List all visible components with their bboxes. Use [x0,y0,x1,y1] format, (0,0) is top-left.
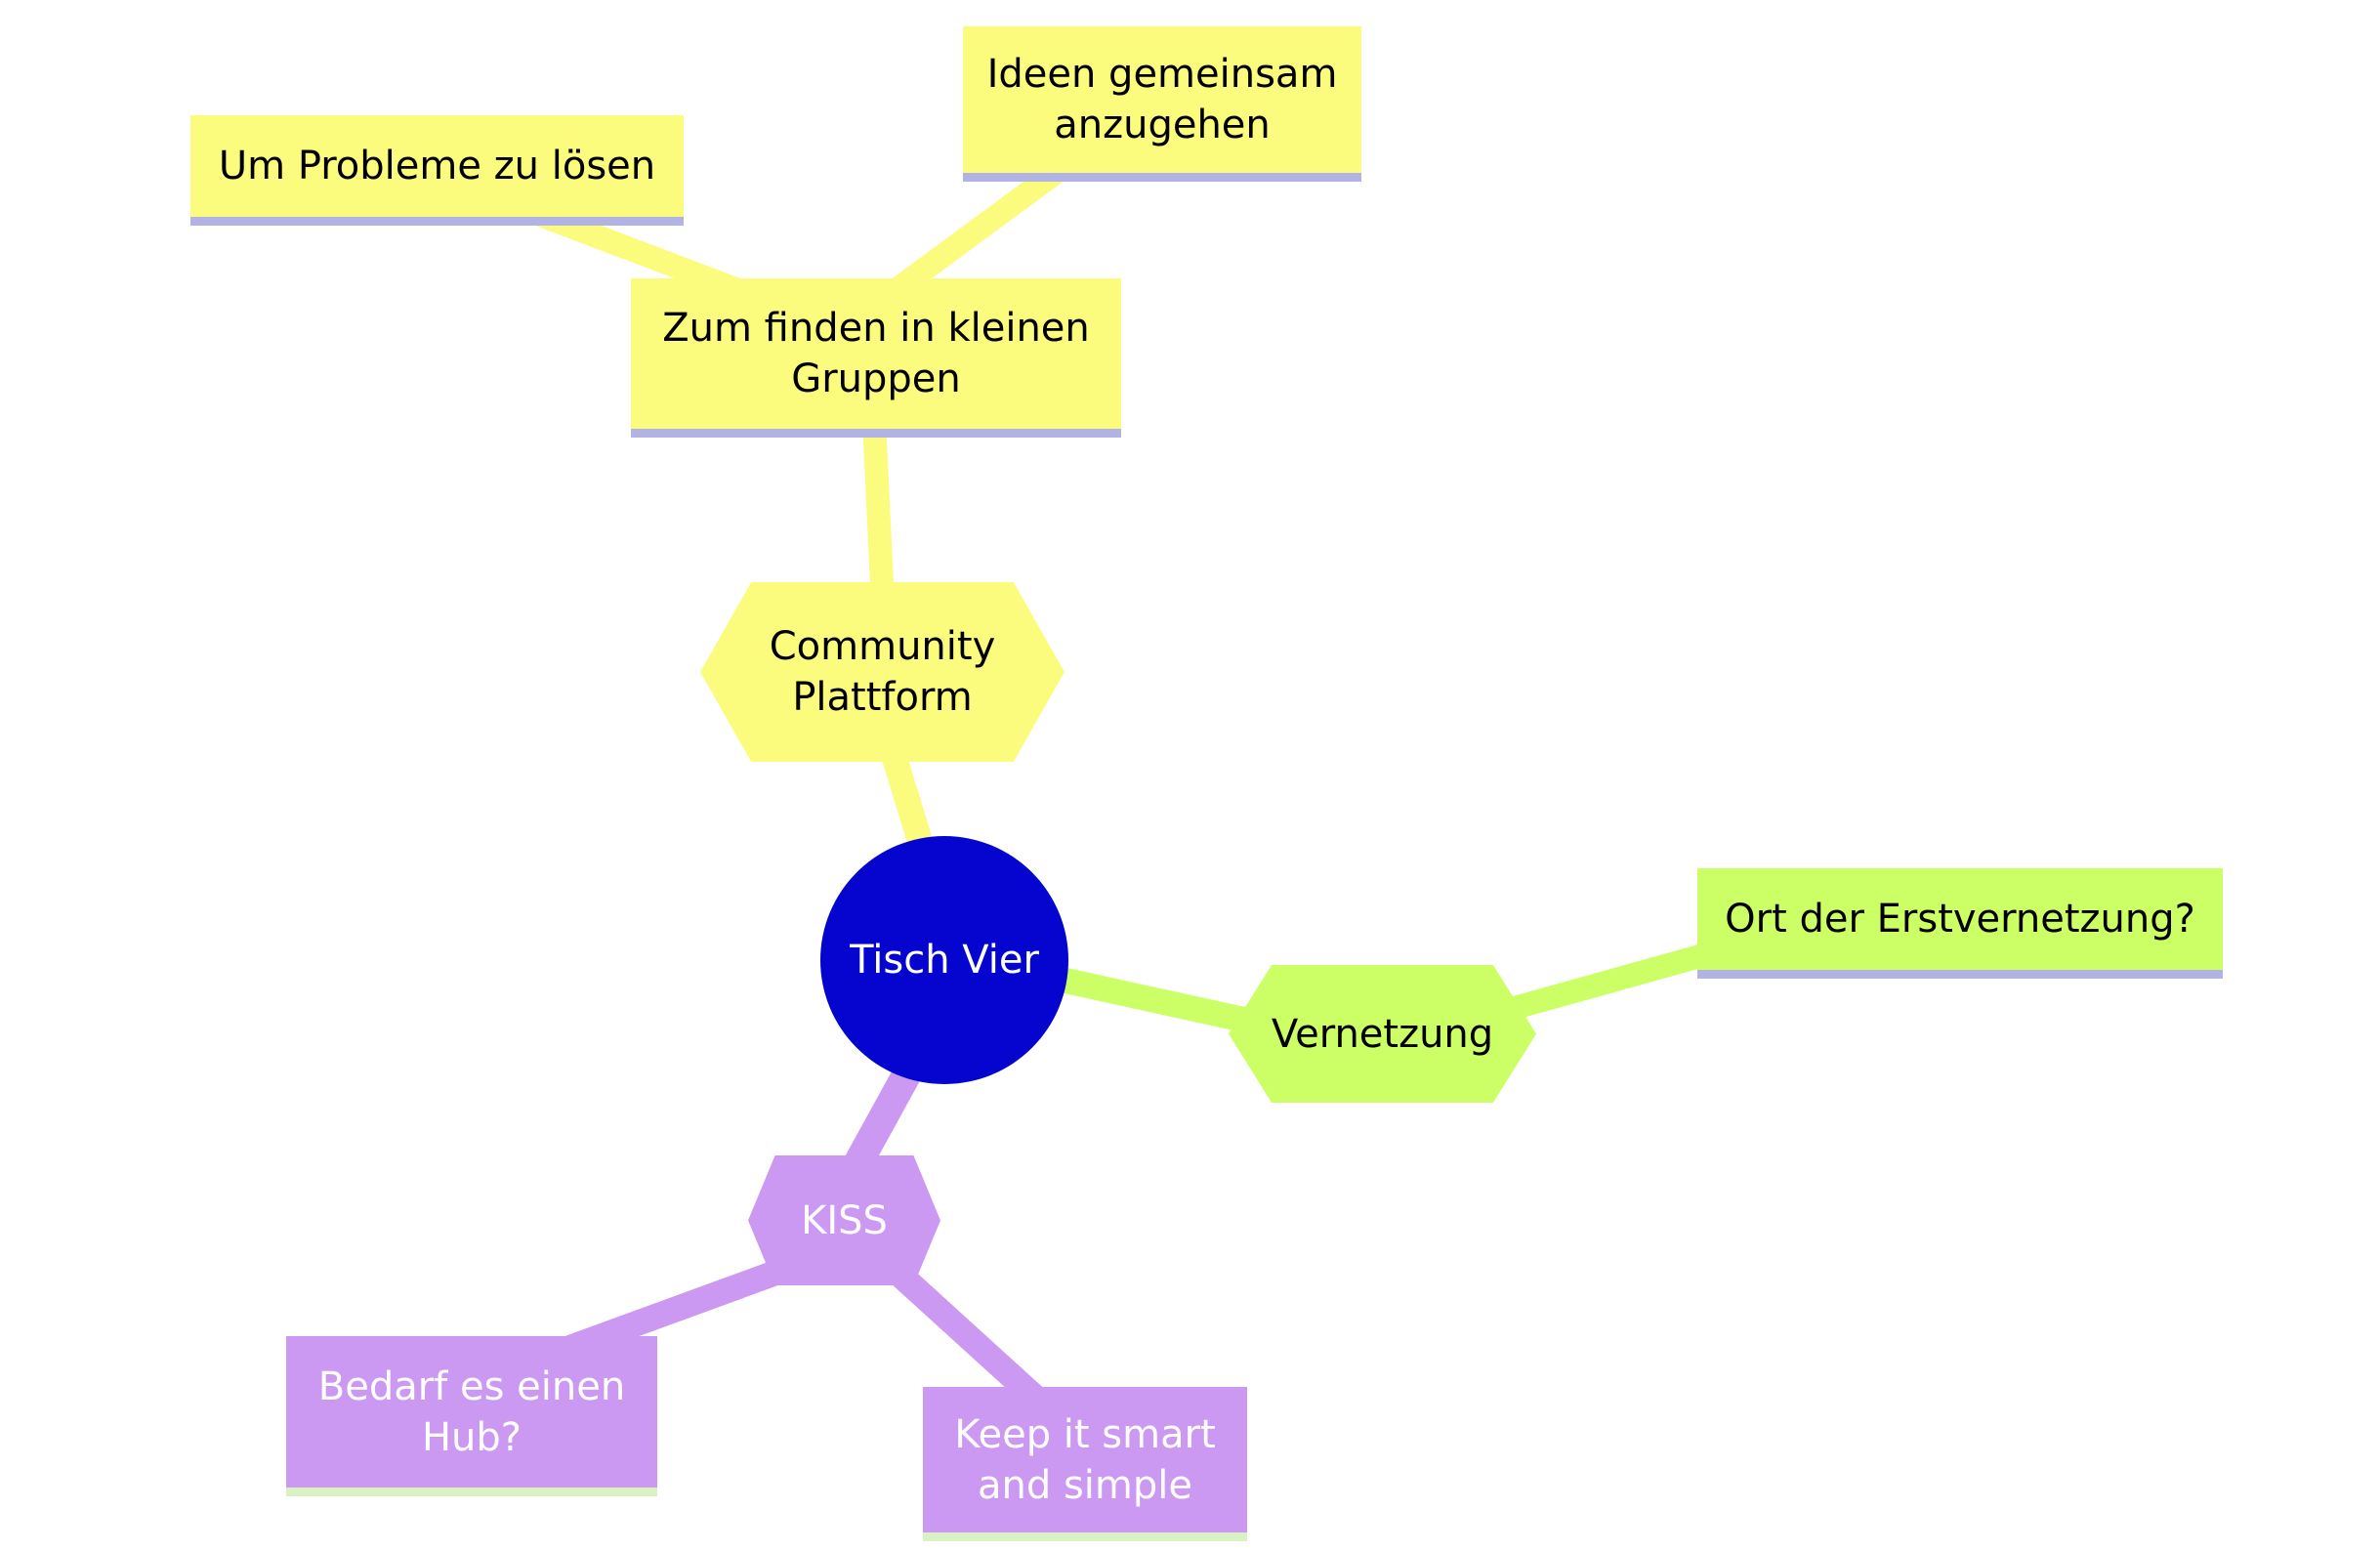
node-ort-erstvernetzung[interactable]: Ort der Erstvernetzung? [1697,868,2223,979]
node-label: Ort der Erstvernetzung? [1725,897,2195,942]
node-label: Um Probleme zu lösen [218,144,656,189]
node-label: Vernetzung [1271,1011,1494,1057]
node-label: Keep it smart and simple [954,1411,1216,1508]
node-label: KISS [801,1197,888,1243]
node-ideen-gemeinsam[interactable]: Ideen gemeinsam anzugehen [963,26,1361,182]
node-label: Community Plattform [769,624,996,720]
node-kiss[interactable]: KISS [748,1155,940,1285]
node-keep-it-smart[interactable]: Keep it smart and simple [923,1387,1247,1541]
node-um-probleme[interactable]: Um Probleme zu lösen [190,115,684,226]
node-label: Tisch Vier [850,938,1039,983]
edge-root-vernetzung [1013,959,1292,1040]
node-community-plattform[interactable]: Community Plattform [700,582,1065,762]
node-label: Ideen gemeinsam anzugehen [986,52,1338,147]
node-zum-finden[interactable]: Zum finden in kleinen Gruppen [631,278,1121,438]
node-vernetzung[interactable]: Vernetzung [1229,965,1536,1103]
node-root-tisch-vier[interactable]: Tisch Vier [820,836,1068,1084]
node-bedarf-hub[interactable]: Bedarf es einen Hub? [286,1336,657,1496]
node-label: Zum finden in kleinen Gruppen [662,306,1090,401]
node-label: Bedarf es einen Hub? [317,1363,626,1460]
